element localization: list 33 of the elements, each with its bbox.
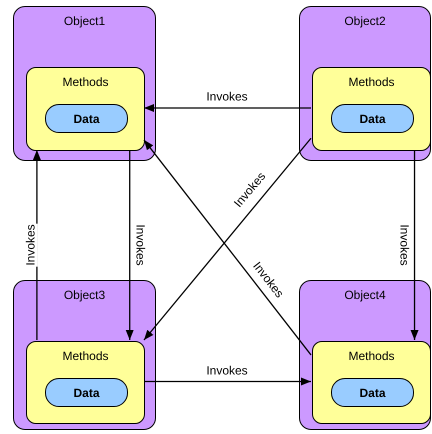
edge-label: Invokes xyxy=(24,223,38,267)
arrow xyxy=(144,104,311,112)
node-label: Object2 xyxy=(344,14,386,28)
edge-label: Invokes xyxy=(205,364,249,378)
arrow xyxy=(126,150,134,340)
node-label: Object3 xyxy=(64,288,106,302)
arrow xyxy=(410,150,419,340)
node-label: Methods xyxy=(348,349,395,363)
object-box xyxy=(13,6,156,161)
node-label: Methods xyxy=(62,349,109,363)
data-pill xyxy=(45,104,128,133)
node-label: Object1 xyxy=(64,14,106,28)
object-box xyxy=(299,6,431,161)
node-label: Data xyxy=(73,112,100,126)
edge-label: Invokes xyxy=(205,90,249,104)
node-label: Data xyxy=(73,386,100,400)
node-label: Object4 xyxy=(344,288,386,302)
node-label: Methods xyxy=(62,75,109,89)
node-label: Data xyxy=(359,112,386,126)
methods-box xyxy=(312,341,431,424)
data-pill xyxy=(45,378,128,407)
methods-box xyxy=(26,341,145,424)
edge-label: Invokes xyxy=(398,223,410,267)
object-box xyxy=(299,280,431,430)
edge-label: Invokes xyxy=(134,223,146,267)
methods-box xyxy=(312,67,431,151)
node-label: Data xyxy=(359,386,386,400)
node-label: Methods xyxy=(348,75,395,89)
object-box xyxy=(13,280,156,430)
methods-box xyxy=(26,67,145,151)
data-pill xyxy=(331,104,414,133)
arrow xyxy=(144,378,311,386)
data-pill xyxy=(331,378,414,407)
